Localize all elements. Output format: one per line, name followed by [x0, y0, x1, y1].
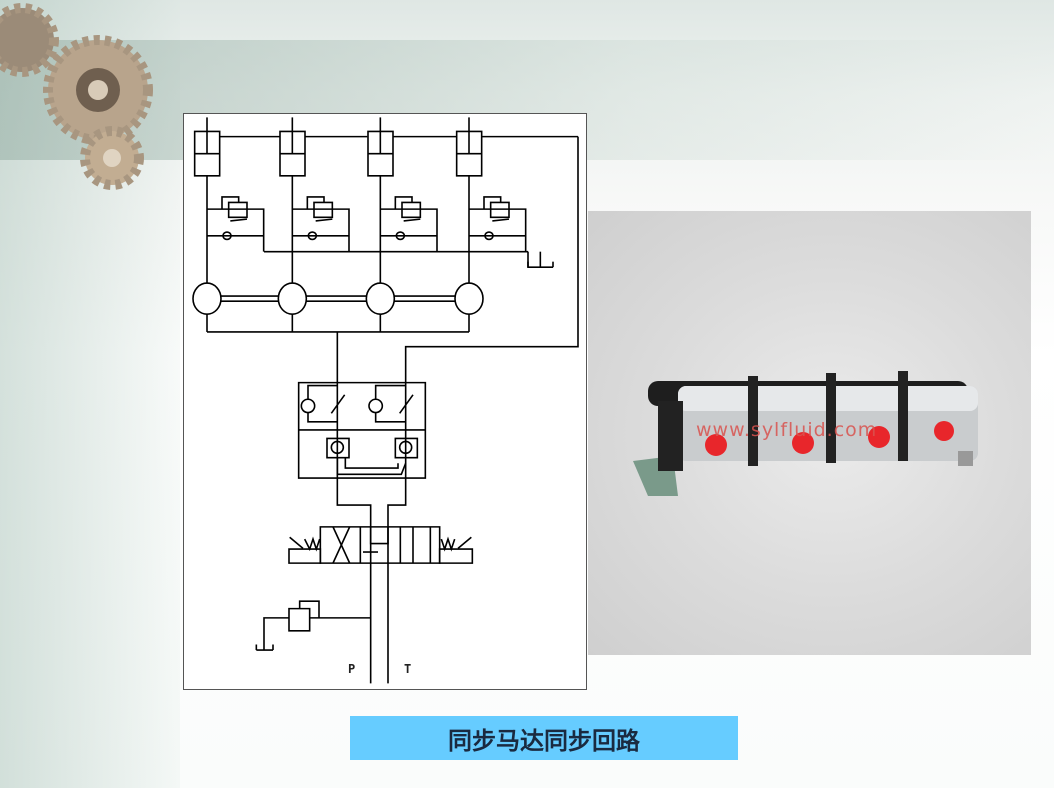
- hydraulic-motor: [278, 283, 306, 314]
- gear-flow-divider-image-icon: [633, 371, 978, 496]
- port-plug-icon: [934, 421, 954, 441]
- hydraulic-motor: [455, 283, 483, 314]
- gears-decoration-icon: [0, 3, 153, 190]
- photo-watermark: www.sylfluid.com: [696, 419, 878, 441]
- relief-valve: [229, 202, 247, 217]
- relief-valve: [491, 202, 509, 217]
- relief-valve: [402, 202, 420, 217]
- slide-caption: 同步马达同步回路: [350, 716, 738, 760]
- port-plug-icon: [792, 432, 814, 454]
- check-valve: [396, 232, 404, 239]
- hydraulic-circuit-diagram: [183, 110, 588, 690]
- port-plug-icon: [705, 434, 727, 456]
- check-valve: [308, 232, 316, 239]
- tank-port-label: T: [404, 662, 412, 676]
- port-plug-icon: [868, 426, 890, 448]
- hydraulic-motor: [193, 283, 221, 314]
- synchronous-motor-photo: www.sylfluid.com: [588, 211, 1031, 655]
- check-valve: [485, 232, 493, 239]
- pressure-port-label: P: [348, 662, 356, 676]
- check-valve: [223, 232, 231, 239]
- hydraulic-motor: [366, 283, 394, 314]
- relief-valve: [314, 202, 332, 217]
